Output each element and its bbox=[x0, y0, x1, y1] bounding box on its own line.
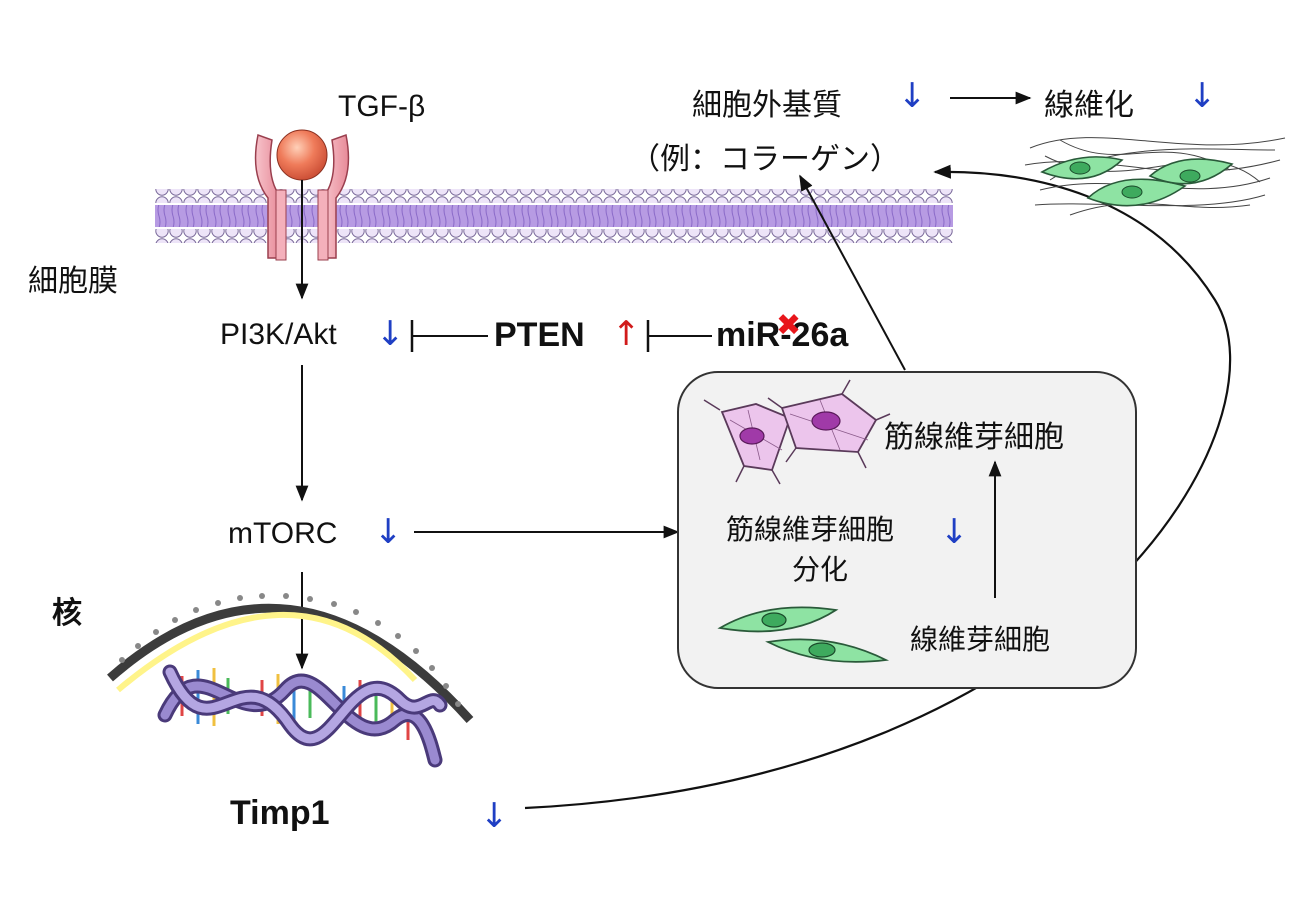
arrow-timp1-to-ecm bbox=[524, 164, 1232, 810]
nuclear-envelope bbox=[107, 593, 474, 724]
myofibroblast-cell-icon bbox=[767, 379, 891, 469]
ecm-down-arrow: ↓ bbox=[898, 76, 927, 116]
arrow-myofibroblast-to-ecm bbox=[799, 174, 906, 371]
cross-icon: ✖ bbox=[776, 308, 802, 343]
fibrosis-label: 線維化 bbox=[1044, 88, 1134, 123]
ecm-example-label: （例：コラーゲン） bbox=[630, 142, 900, 177]
timp1-label: Timp1 bbox=[230, 794, 330, 832]
fibroblast-cell-icon bbox=[717, 606, 839, 633]
dna-helix-icon bbox=[157, 664, 448, 768]
mir-26a-label: miR-26a bbox=[716, 316, 849, 354]
differentiation-label-line2: 分化 bbox=[792, 553, 849, 586]
tgf-beta-receptor bbox=[254, 134, 350, 261]
fibrosis-down-arrow: ↓ bbox=[1188, 76, 1217, 116]
mtorc-down-arrow: ↓ bbox=[374, 512, 403, 552]
pten-label: PTEN bbox=[494, 316, 585, 354]
differentiation-label-line1: 筋線維芽細胞 bbox=[726, 513, 895, 546]
pi3k-down-arrow: ↓ bbox=[376, 314, 405, 354]
mtorc-label: mTORC bbox=[228, 517, 338, 550]
pi3k-akt-label: PI3K/Akt bbox=[220, 318, 337, 351]
fibroblast-cell-icon bbox=[765, 638, 890, 663]
inhibition-mir-pten bbox=[646, 320, 712, 352]
fibrosis-illustration bbox=[1024, 137, 1286, 216]
nucleus-label: 核 bbox=[52, 596, 82, 631]
pten-up-arrow: ↑ bbox=[612, 314, 641, 354]
fibroblast-label: 線維芽細胞 bbox=[910, 623, 1051, 656]
inhibition-pten-pi3k bbox=[410, 320, 488, 352]
timp1-down-arrow: ↓ bbox=[480, 796, 509, 836]
cell-membrane-label: 細胞膜 bbox=[28, 264, 118, 299]
ecm-label: 細胞外基質 bbox=[692, 88, 842, 123]
tgf-beta-ligand bbox=[276, 129, 328, 181]
tgf-beta-label: TGF-β bbox=[338, 90, 426, 123]
myofibroblast-cell-icon bbox=[703, 399, 807, 485]
myofibroblast-label: 筋線維芽細胞 bbox=[884, 420, 1064, 455]
cell-membrane bbox=[155, 189, 953, 243]
differentiation-down-arrow: ↓ bbox=[940, 512, 969, 552]
